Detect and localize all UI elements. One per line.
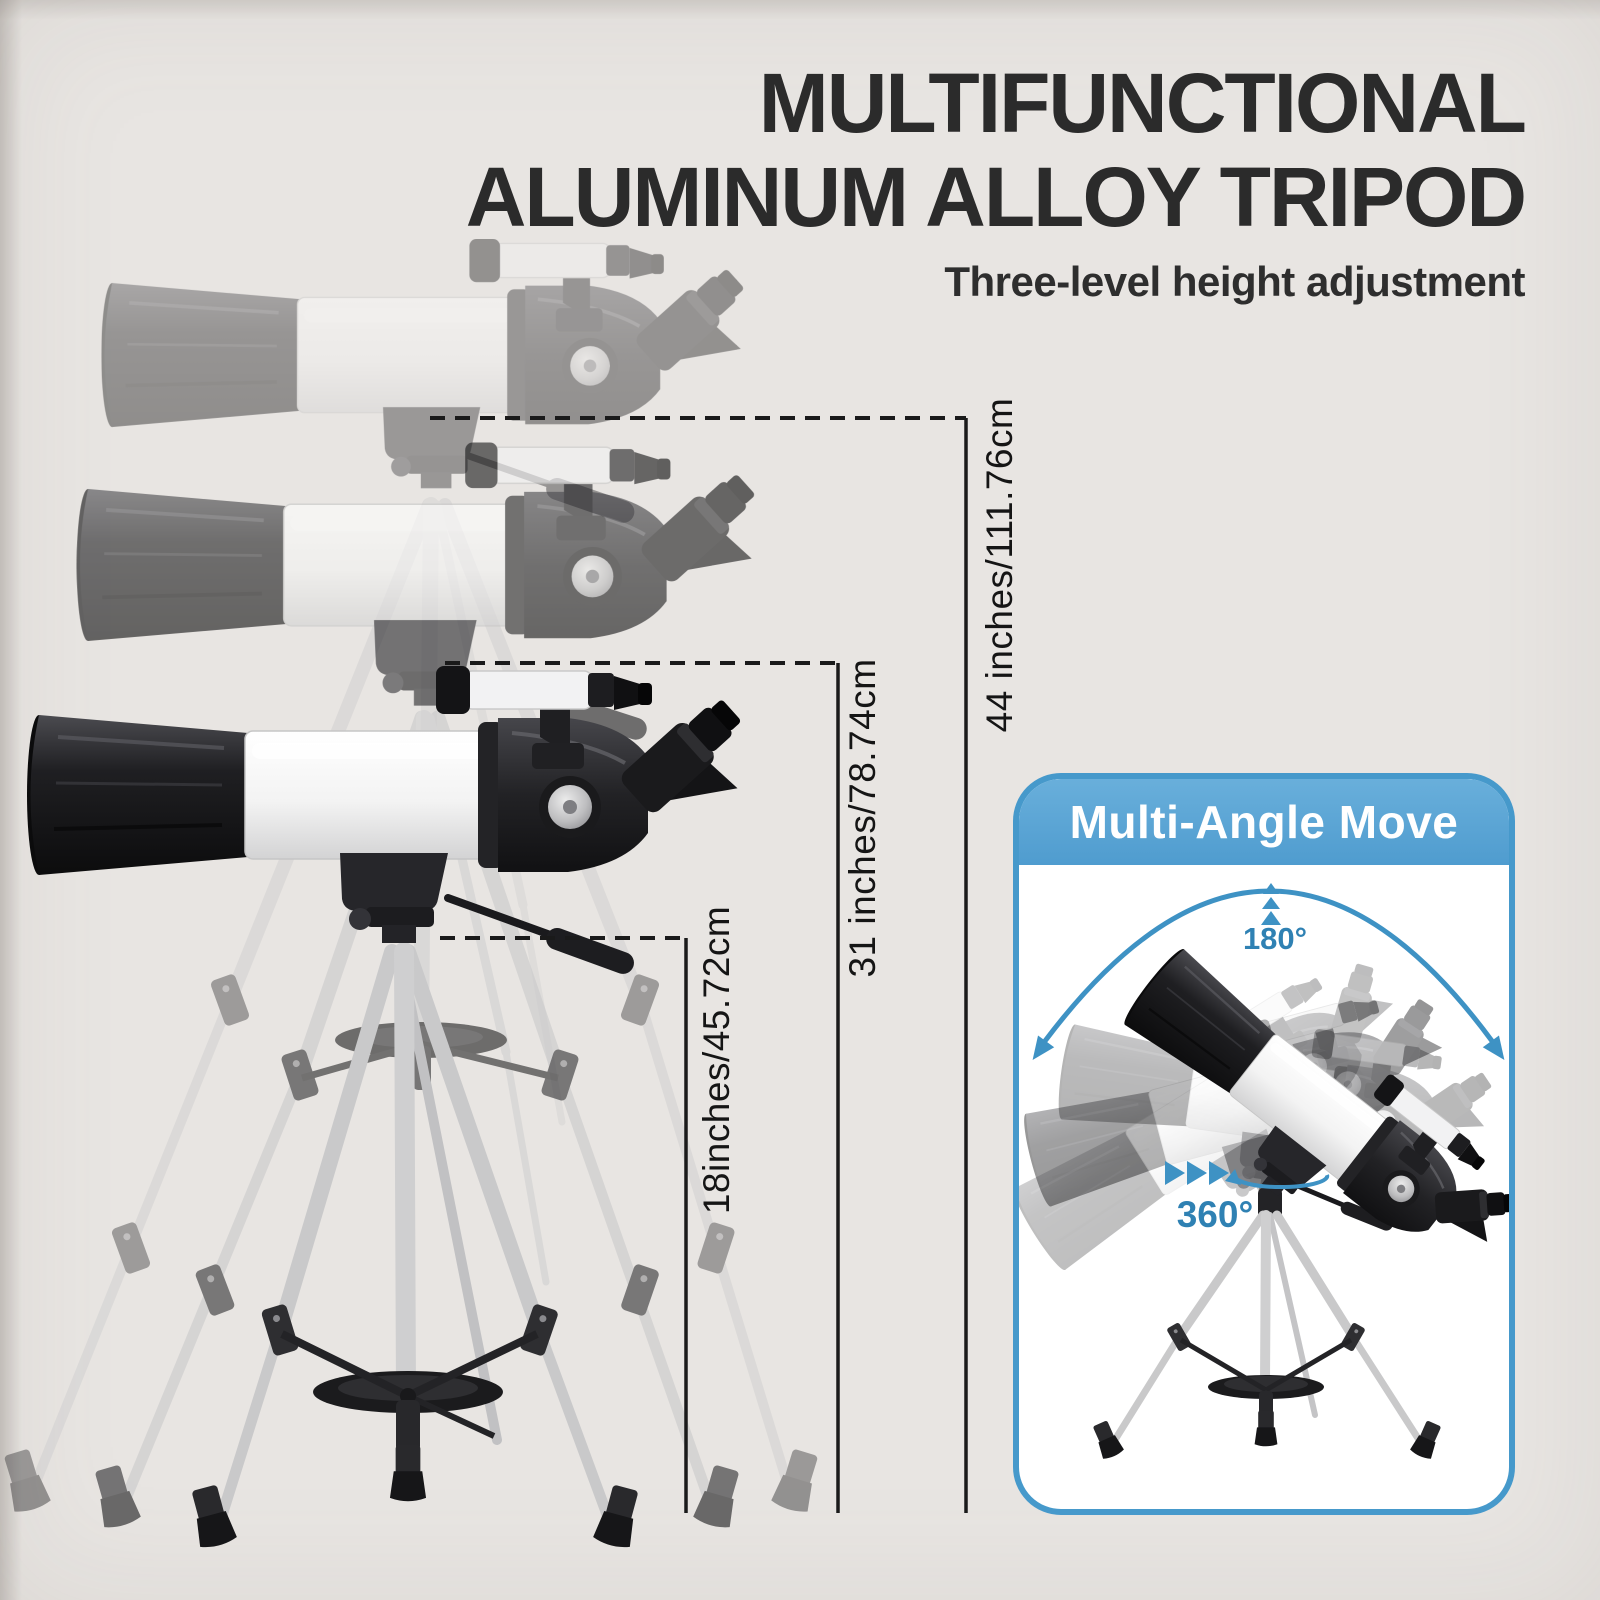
measure-label-31in: 31 inches/78.74cm	[842, 658, 883, 978]
telescope-level-1-solid	[25, 664, 776, 1551]
title-line-2: ALUMINUM ALLOY TRIPOD	[465, 150, 1527, 244]
rotation-swirl-icon	[1225, 1169, 1330, 1190]
label-180-degrees: 180°	[1242, 921, 1308, 956]
multi-angle-panel: Multi-Angle Move 180° 360°	[1013, 773, 1515, 1515]
multi-angle-illustration	[1019, 883, 1509, 1461]
inset-header-label: Multi-Angle Move	[1069, 796, 1459, 848]
inset-header: Multi-Angle Move	[1019, 779, 1509, 865]
label-360-degrees: 360°	[1176, 1194, 1254, 1235]
rotate-arrows-icon	[1165, 1161, 1229, 1185]
title-line-1: MULTIFUNCTIONAL	[758, 56, 1527, 150]
measurement-lines	[430, 416, 968, 1513]
telescope-level-2-ghost	[74, 440, 788, 1531]
measure-label-44in: 44 inches/111.76cm	[979, 397, 1020, 733]
inset-tripod	[1089, 1176, 1445, 1461]
measure-label-18in: 18inches/45.72cm	[696, 905, 737, 1215]
title-block: MULTIFUNCTIONAL ALUMINUM ALLOY TRIPOD Th…	[465, 56, 1527, 306]
tilt-arrows-icon	[1261, 883, 1281, 925]
subtitle: Three-level height adjustment	[944, 258, 1525, 305]
